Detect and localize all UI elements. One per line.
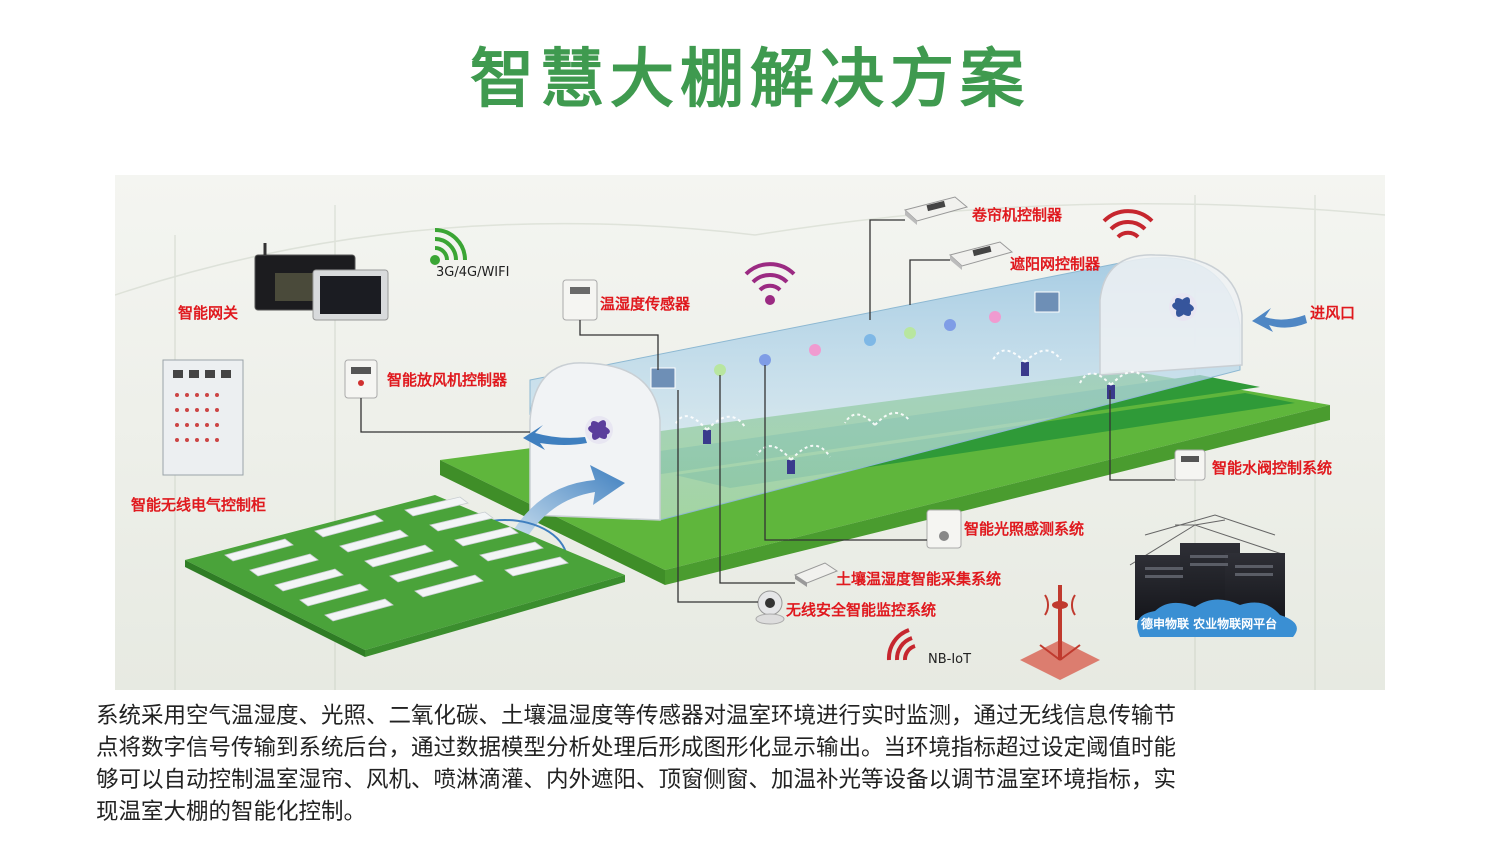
rear-fan xyxy=(1169,293,1197,321)
cloud-shape xyxy=(1137,599,1297,637)
server-cluster xyxy=(1129,514,1297,637)
description-line: 点将数字信号传输到系统后台，通过数据模型分析处理后形成图形化显示输出。当环境指标… xyxy=(96,735,1177,761)
label-platform: 德申物联 农业物联网平台 xyxy=(1141,617,1278,631)
greenhouse-diagram xyxy=(115,175,1385,690)
shade-controller-device xyxy=(948,241,1014,270)
fan-controller-device xyxy=(344,359,378,399)
label-curtain-controller: 卷帘机控制器 xyxy=(972,206,1063,224)
label-camera: 无线安全智能监控系统 xyxy=(786,601,937,619)
label-soil-sensor: 土壤温湿度智能采集系统 xyxy=(836,570,1002,588)
front-fan xyxy=(585,416,613,444)
label-network: 3G/4G/WIFI xyxy=(436,265,510,280)
electric-cabinet-device xyxy=(162,359,244,476)
greenhouse-tunnel xyxy=(529,254,1243,521)
camera-device xyxy=(755,590,785,625)
inlet-arrow xyxy=(1252,308,1307,332)
tower-icon xyxy=(1020,585,1100,680)
soil-sensor-device xyxy=(793,562,839,587)
big-inflow-arrow xyxy=(505,465,625,550)
wireless-signal-icon-red-bottom xyxy=(886,628,916,661)
outflow-arrow xyxy=(523,425,587,450)
light-sensor-device xyxy=(926,509,962,549)
wireless-signal-icon-red-top xyxy=(1102,209,1154,239)
label-gateway: 智能网关 xyxy=(178,304,239,322)
wifi-signal-icon xyxy=(430,228,467,265)
gateway-device xyxy=(254,243,389,321)
th-sensor-device xyxy=(562,279,598,321)
curtain-controller-device xyxy=(903,196,969,225)
label-water-valve: 智能水阀控制系统 xyxy=(1212,459,1333,477)
label-shade-controller: 遮阳网控制器 xyxy=(1010,255,1101,273)
water-valve-device xyxy=(1174,449,1206,481)
description-line: 系统采用空气温湿度、光照、二氧化碳、土壤温湿度等传感器对温室环境进行实时监测，通… xyxy=(96,703,1177,729)
label-light-sensor: 智能光照感测系统 xyxy=(964,520,1085,538)
field-grid xyxy=(185,495,625,657)
label-fan-controller: 智能放风机控制器 xyxy=(387,371,508,389)
label-nbiot: NB-IoT xyxy=(928,652,972,667)
description-line: 现温室大棚的智能化控制。 xyxy=(96,799,367,825)
label-th-sensor: 温湿度传感器 xyxy=(600,295,691,313)
page-title: 智慧大棚解决方案 xyxy=(470,43,1030,117)
description-paragraph: 系统采用空气温湿度、光照、二氧化碳、土壤温湿度等传感器对温室环境进行实时监测，通… xyxy=(96,700,1446,828)
label-cabinet: 智能无线电气控制柜 xyxy=(131,496,267,514)
label-inlet: 进风口 xyxy=(1310,304,1356,322)
wireless-signal-icon-purple xyxy=(744,262,796,305)
rear-arch xyxy=(1099,254,1243,376)
leader-lines xyxy=(360,219,1175,603)
description-line: 够可以自动控制温室湿帘、风机、喷淋滴灌、内外遮阳、顶窗侧窗、加温补光等设备以调节… xyxy=(96,767,1177,793)
